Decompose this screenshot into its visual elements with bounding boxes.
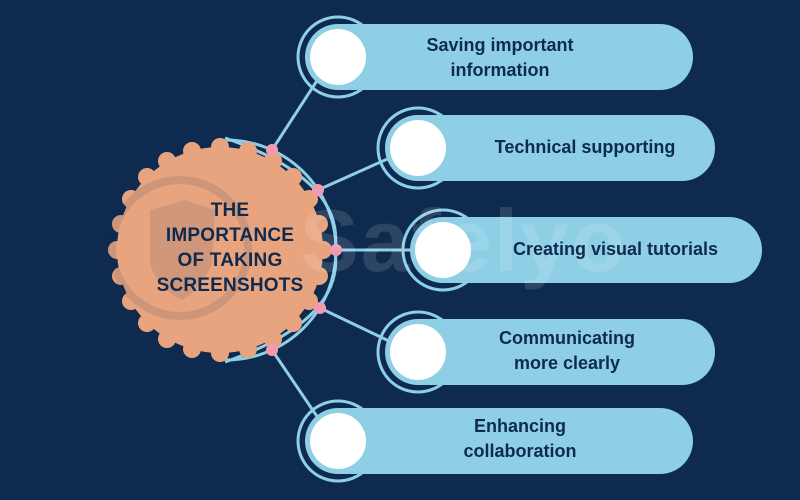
item-label-line: Technical supporting [494,137,676,157]
item-icon-circle-5 [310,413,366,469]
center-title: THE IMPORTANCE OF TAKING SCREENSHOTS [120,198,340,298]
item-pill-4 [376,310,715,394]
center-badge [108,138,332,362]
item-pill-3 [401,208,762,292]
item-label-3: Creating visual tutorials [478,237,753,262]
item-icon-circle-4 [390,324,446,380]
node-dot-1 [266,144,278,156]
item-label-line: collaboration [463,441,577,461]
item-label-line: Creating visual tutorials [512,239,719,259]
node-dot-2 [312,184,324,196]
center-title-line: IMPORTANCE [165,225,295,246]
center-title-line: OF TAKING [177,250,283,271]
item-icon-circle-3 [415,222,471,278]
node-dot-3 [330,244,342,256]
item-label-line: information [450,60,550,80]
item-label-4: Communicating more clearly [462,326,672,376]
item-label-1: Saving important information [380,33,620,83]
item-pill-2 [376,106,715,190]
center-title-line: SCREENSHOTS [156,275,304,296]
item-pill-1 [296,15,693,99]
item-label-line: Enhancing [473,416,566,436]
item-label-line: Saving important [426,35,574,55]
node-dot-5 [266,344,278,356]
item-label-line: Communicating [498,328,635,348]
item-pill-5 [296,399,693,483]
center-title-line: THE [210,200,250,221]
item-label-5: Enhancing collaboration [420,414,620,464]
item-icon-circle-1 [310,29,366,85]
item-icon-circle-2 [390,120,446,176]
item-label-line: more clearly [513,353,621,373]
node-dot-4 [314,302,326,314]
item-label-2: Technical supporting [460,135,710,160]
